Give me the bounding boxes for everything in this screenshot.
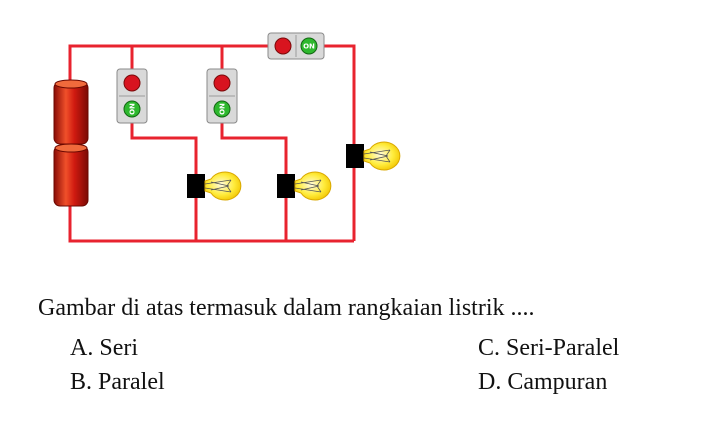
branch-switch-2-label: ON bbox=[219, 103, 227, 115]
main-switch: ON bbox=[267, 32, 325, 60]
branch-switch-1-off-button bbox=[123, 74, 141, 92]
option-d[interactable]: D. Campuran bbox=[478, 370, 607, 394]
circuit-wires bbox=[68, 44, 356, 243]
branch-switch-1-on-button bbox=[123, 100, 141, 118]
battery-upper bbox=[53, 79, 89, 145]
wire-top bbox=[68, 44, 268, 84]
bulb-3 bbox=[346, 141, 401, 171]
branch-switch-2: ON bbox=[206, 68, 238, 124]
circuit-diagram: ON ON ON bbox=[53, 32, 401, 243]
wire-branch-1 bbox=[130, 122, 198, 176]
wire-top-right bbox=[324, 44, 356, 146]
branch-switch-1-label: ON bbox=[129, 103, 137, 115]
wire-bottom bbox=[68, 204, 354, 243]
branch-switch-2-on-button bbox=[213, 100, 231, 118]
option-b[interactable]: B. Paralel bbox=[70, 370, 165, 394]
option-c[interactable]: C. Seri-Paralel bbox=[478, 336, 619, 360]
option-a-text: Seri bbox=[99, 335, 139, 361]
bulb-1 bbox=[187, 171, 242, 201]
main-switch-off-button bbox=[274, 37, 292, 55]
option-a[interactable]: A. Seri bbox=[70, 336, 138, 360]
bulb-2 bbox=[277, 171, 332, 201]
wire-branch-2 bbox=[220, 122, 288, 176]
main-switch-label: ON bbox=[303, 43, 315, 51]
option-d-letter: D. bbox=[478, 369, 502, 395]
battery-lower bbox=[53, 143, 89, 207]
option-b-letter: B. bbox=[70, 369, 93, 395]
question-prompt: Gambar di atas termasuk dalam rangkaian … bbox=[38, 295, 535, 321]
main-switch-on-button bbox=[300, 37, 318, 55]
branch-switch-2-off-button bbox=[213, 74, 231, 92]
option-c-text: Seri-Paralel bbox=[506, 335, 620, 361]
option-c-letter: C. bbox=[478, 335, 501, 361]
option-d-text: Campuran bbox=[507, 369, 608, 395]
branch-switch-1: ON bbox=[116, 68, 148, 124]
option-b-text: Paralel bbox=[98, 369, 165, 395]
option-a-letter: A. bbox=[70, 335, 94, 361]
